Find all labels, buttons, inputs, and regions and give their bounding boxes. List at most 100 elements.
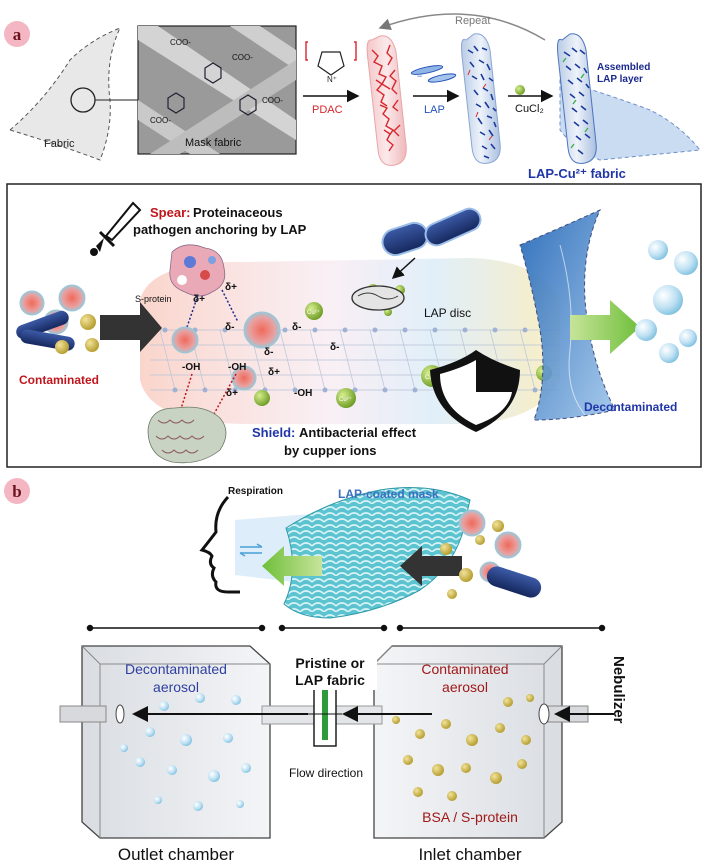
bacteria-group: [381, 207, 482, 257]
s-protein-bond-2: [221, 289, 239, 323]
cu-ball-top: [515, 85, 525, 95]
inlet-chamber-label: Inlet chamber: [419, 845, 522, 864]
mask-label: LAP-coated mask: [338, 487, 439, 501]
fabric-sheet: [8, 27, 121, 161]
badge-letter-b: b: [12, 482, 21, 501]
bsa-protein-structure: [147, 406, 227, 464]
spear-word: Spear:: [150, 205, 190, 220]
mask-fabric-sem: COO- COO- COO- COO- Mask fabric: [137, 25, 297, 155]
coo-label-3: COO-: [232, 53, 253, 62]
outflow-arrow: [262, 546, 322, 586]
delta-minus-3: δ-: [264, 347, 273, 358]
oh-label-2: -OH: [228, 362, 246, 373]
pristine-label-bg: [283, 652, 377, 690]
sem-fiber-4: [150, 60, 296, 154]
breath-arrows: [239, 543, 263, 557]
lap-disc-label: LAP disc: [424, 306, 471, 320]
lap-lattice: [150, 329, 560, 391]
coo-label-1: COO-: [170, 38, 191, 47]
lap-minus-1: −: [417, 71, 422, 81]
inlet-port: [538, 703, 550, 725]
clean-arrow: [570, 300, 640, 354]
decon-aerosol-2: aerosol: [153, 679, 199, 695]
filter-fabric-sheet: [519, 209, 616, 421]
shield-icon: [430, 350, 520, 432]
cu-label-2: Cu²⁺: [339, 396, 352, 403]
inlet-particles: [392, 694, 534, 801]
sem-fiber-1: [138, 26, 296, 140]
bacteria-arrow: [391, 257, 416, 280]
sheet-fold: [559, 244, 586, 416]
pdac-label: PDAC: [312, 104, 343, 116]
pdac-ring: [317, 51, 345, 76]
bsa-label: BSA / S-protein: [422, 809, 518, 825]
pdac-structure: N⁺: [305, 41, 357, 84]
membrane-viruses: [171, 311, 281, 391]
outlet-chamber: [81, 645, 271, 839]
face-silhouette: [199, 495, 240, 594]
sem-fiber-3: [230, 26, 296, 70]
badge-circle-a: [4, 21, 30, 47]
nebulizer-label: Nebulizer: [610, 656, 627, 724]
shield-word: Shield:: [252, 425, 295, 440]
coo-label-2: COO-: [262, 96, 283, 105]
lap-coated-mask: [283, 487, 471, 619]
outlet-bubbles: [120, 693, 251, 811]
contaminant-arrow: [100, 302, 162, 352]
oh-label-3: -OH: [294, 388, 312, 399]
contam-aerosol-1: Contaminated: [421, 661, 508, 677]
benzene-ring-1: [204, 62, 222, 84]
oh-label-1: -OH: [182, 362, 200, 373]
fabric-label: Fabric: [44, 138, 75, 150]
oh-bond-1: [179, 373, 193, 413]
repeat-arrow: [378, 13, 546, 41]
assembled-label-1: Assembled: [597, 62, 650, 73]
clean-bubbles: [635, 240, 698, 363]
repeat-label: Repeat: [455, 15, 490, 27]
spear-text-2: pathogen anchoring by LAP: [133, 222, 307, 237]
pdac-coated-rod: [366, 35, 407, 166]
badge-circle-b: [4, 478, 30, 504]
assembled-fabric: [557, 33, 701, 164]
benzene-ring-3: [167, 92, 185, 114]
shield-text-1: Antibacterial effect: [299, 425, 417, 440]
contam-aerosol-2: aerosol: [442, 679, 488, 695]
outlet-chamber-label: Outlet chamber: [118, 845, 235, 864]
delta-minus-1: δ-: [225, 322, 234, 333]
lap-label: LAP: [424, 104, 445, 116]
shield-text-2: by cupper ions: [284, 443, 376, 458]
benzene-ring-2: [239, 94, 257, 116]
spear-text-1: Proteinaceous: [193, 205, 283, 220]
delta-label-1: δ+: [193, 294, 205, 305]
flow-direction-label: Flow direction: [289, 766, 363, 780]
coo-label-4: COO-: [150, 116, 171, 125]
outlet-port: [115, 704, 125, 724]
outlet-pipe: [59, 705, 107, 723]
contaminated-label: Contaminated: [19, 373, 99, 387]
badge-letter-a: a: [13, 25, 22, 44]
mask-fabric-label: Mask fabric: [185, 137, 242, 149]
delta-label-2: δ+: [225, 282, 237, 293]
lap-discs: [410, 65, 457, 83]
delta-plus-3: δ+: [268, 367, 280, 378]
lap-coated-rod: [461, 33, 501, 164]
inflow-arrow: [400, 546, 462, 586]
panel-a-badge: a: [4, 21, 30, 47]
decon-aerosol-1: Decontaminated: [125, 661, 227, 677]
contaminant-cluster: [16, 284, 99, 354]
cucl2-label: CuCl₂: [515, 103, 544, 115]
pristine-label-1: Pristine or: [295, 655, 365, 671]
product-label: LAP-Cu²⁺ fabric: [528, 166, 626, 181]
sword-icon: [90, 201, 142, 256]
lap-disc-sketch: [351, 285, 405, 311]
aerosol-contaminants: [440, 509, 542, 599]
s-protein-label: S-protein: [135, 294, 172, 304]
pristine-label-2: LAP fabric: [295, 672, 365, 688]
cu-label-1: Cu²⁺: [307, 309, 320, 316]
delta-plus-4: δ+: [226, 388, 238, 399]
pdac-n-label: N⁺: [327, 75, 337, 84]
dimension-lines: [86, 624, 606, 632]
delta-minus-4: δ-: [330, 342, 339, 353]
decontaminated-label: Decontaminated: [584, 400, 677, 414]
